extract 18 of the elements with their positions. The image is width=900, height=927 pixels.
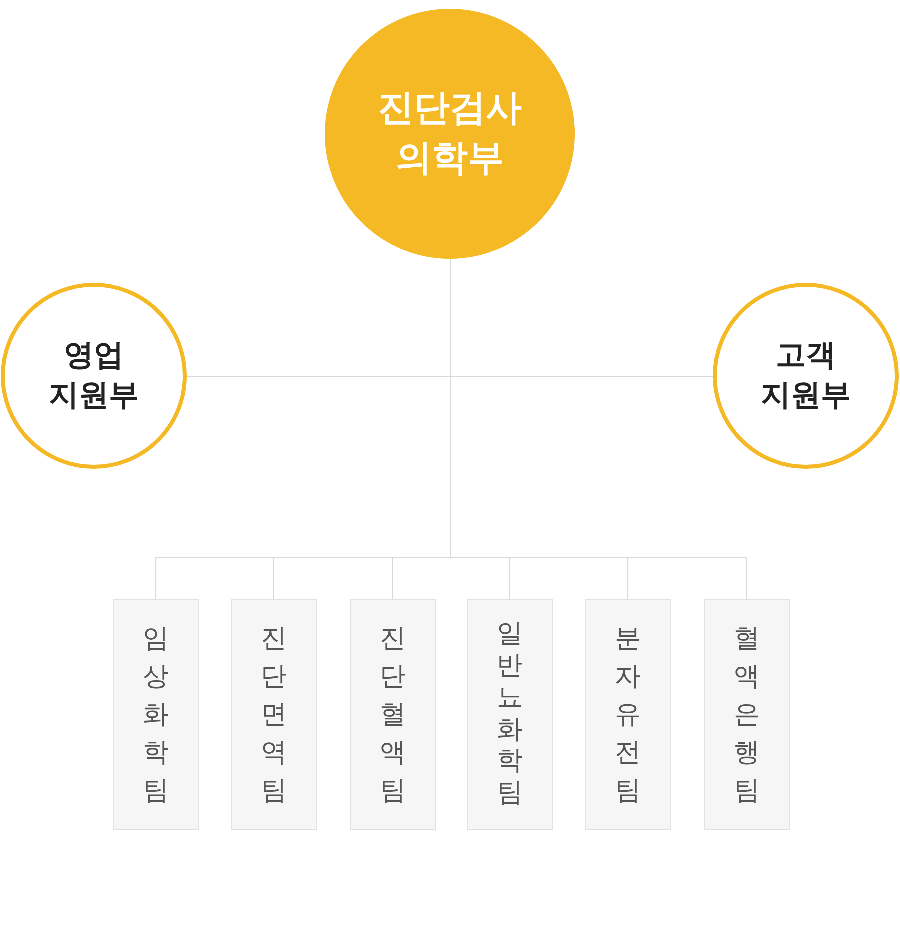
team-box xyxy=(231,599,317,830)
department-name: 고객 지원부 xyxy=(760,337,852,415)
team-box xyxy=(585,599,671,830)
department-circle xyxy=(325,9,575,259)
team-box xyxy=(350,599,436,830)
department-name: 영업 지원부 xyxy=(48,337,140,415)
support-circle xyxy=(1,283,187,469)
team-name: 혈액은행팀 xyxy=(734,622,760,808)
support-circle xyxy=(713,283,899,469)
team-name: 분자유전팀 xyxy=(615,622,641,808)
department-name: 진단검사 의학부 xyxy=(377,87,523,181)
team-name: 일반뇨화학팀 xyxy=(497,619,523,810)
team-name: 진단면역팀 xyxy=(261,622,287,808)
team-box xyxy=(113,599,199,830)
team-box xyxy=(704,599,790,830)
team-name: 임상화학팀 xyxy=(143,622,169,808)
team-name: 진단혈액팀 xyxy=(380,622,406,808)
team-box xyxy=(467,599,553,830)
